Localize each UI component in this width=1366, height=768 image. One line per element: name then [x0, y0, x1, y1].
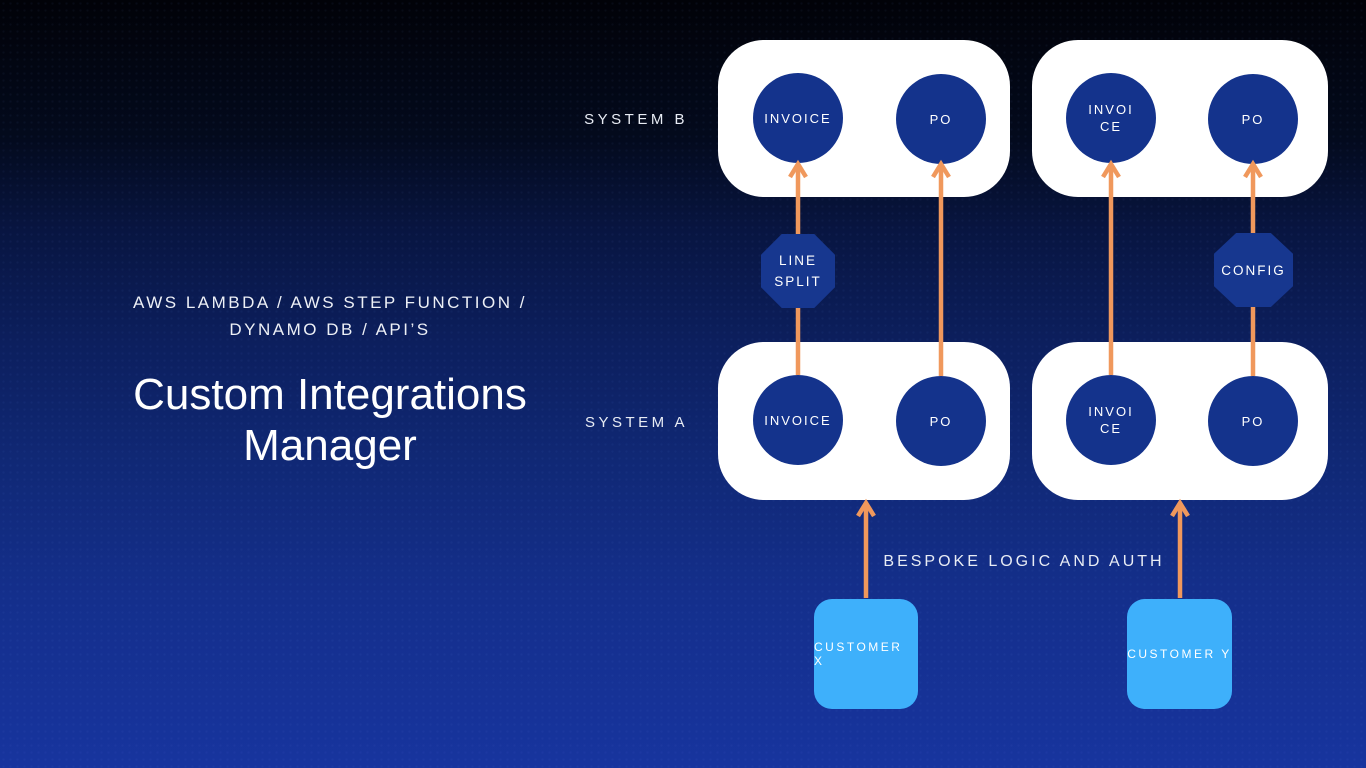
config-badge-label: CONFIG — [1221, 262, 1286, 278]
page-title-line-2: Manager — [243, 421, 417, 470]
config-badge: CONFIG — [1214, 233, 1293, 307]
customer-y-box: CUSTOMER Y — [1127, 599, 1232, 709]
node-invoice-b2-label: INVOI CE — [1088, 102, 1134, 134]
system-b-label: SYSTEM B — [584, 111, 688, 128]
bespoke-logic-annotation: BESPOKE LOGIC AND AUTH — [883, 553, 1165, 570]
node-invoice-b1-label: INVOICE — [764, 110, 832, 126]
node-po-a2: PO — [1208, 376, 1298, 466]
node-invoice-b2: INVOI CE — [1066, 73, 1156, 163]
line-split-badge-label: LINE SPLIT — [774, 253, 822, 289]
node-invoice-a2: INVOI CE — [1066, 375, 1156, 465]
system-b-box-2: INVOI CE PO — [1032, 40, 1328, 197]
node-invoice-a1-label: INVOICE — [764, 412, 832, 428]
customer-y-label: CUSTOMER Y — [1127, 647, 1232, 661]
left-panel: AWS LAMBDA / AWS STEP FUNCTION / DYNAMO … — [80, 289, 580, 471]
system-b-box-1: INVOICE PO — [718, 40, 1010, 197]
system-a-box-1: INVOICE PO — [718, 342, 1010, 500]
node-po-b2-label: PO — [1241, 111, 1265, 127]
page-title-line-1: Custom Integrations — [133, 370, 527, 419]
node-po-a2-label: PO — [1241, 413, 1265, 429]
customer-x-label: CUSTOMER X — [814, 640, 903, 668]
system-a-label: SYSTEM A — [584, 414, 688, 431]
tech-stack-line-1: AWS LAMBDA / AWS STEP FUNCTION / — [133, 293, 527, 312]
node-po-a1: PO — [896, 376, 986, 466]
node-invoice-a1: INVOICE — [753, 375, 843, 465]
line-split-badge: LINE SPLIT — [761, 234, 835, 308]
node-invoice-b1: INVOICE — [753, 73, 843, 163]
node-po-a1-label: PO — [929, 413, 953, 429]
customer-x-box: CUSTOMER X — [814, 599, 918, 709]
node-po-b1-label: PO — [929, 111, 953, 127]
system-a-box-2: INVOI CE PO — [1032, 342, 1328, 500]
node-po-b2: PO — [1208, 74, 1298, 164]
tech-stack-line-2: DYNAMO DB / API’S — [229, 320, 431, 339]
arrowhead-customer-x — [856, 498, 876, 518]
page-title: Custom Integrations Manager — [80, 369, 580, 471]
node-po-b1: PO — [896, 74, 986, 164]
arrowhead-customer-y — [1170, 498, 1190, 518]
node-invoice-a2-label: INVOI CE — [1088, 404, 1134, 436]
